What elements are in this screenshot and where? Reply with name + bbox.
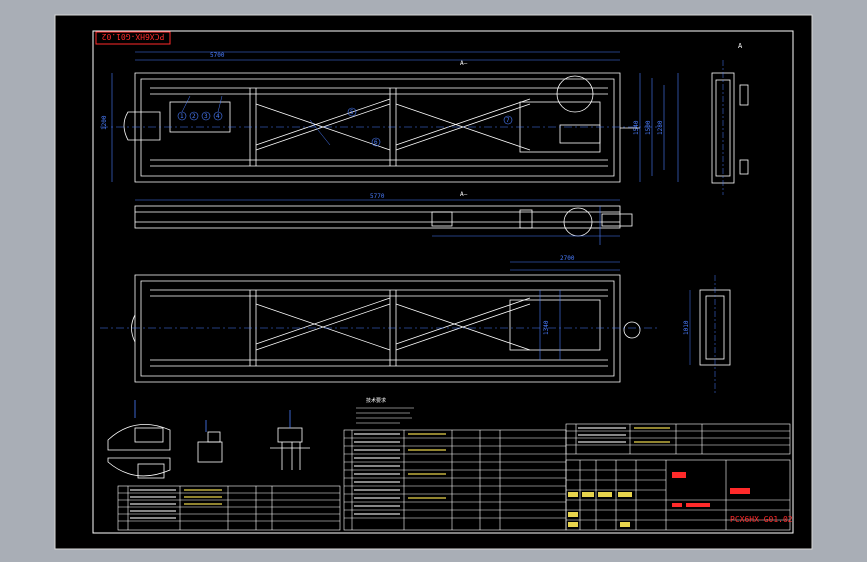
bottom-view-dimensions xyxy=(100,261,660,360)
end-view-dim: 1010 xyxy=(683,320,690,335)
bottom-part-dim-2700: 2700 xyxy=(560,255,575,262)
title-block-fills xyxy=(672,472,750,507)
balloon-7: 7 xyxy=(506,117,510,124)
parts-list-left xyxy=(117,485,341,531)
balloon-5: 5 xyxy=(350,109,354,116)
drawing-number-stamp: PCX6HX-G01.02 xyxy=(95,31,171,45)
top-view-dimensions xyxy=(100,51,679,182)
detail-section-iii xyxy=(270,410,310,470)
detail-section-i xyxy=(107,400,171,479)
top-right-dim-2: 1500 xyxy=(645,120,652,135)
balloon-3: 3 xyxy=(204,113,208,120)
tech-req-title: 技术要求 xyxy=(366,397,386,404)
balloon-1: 1 xyxy=(180,113,184,120)
top-right-dim-3: 1280 xyxy=(657,120,664,135)
bottom-plan-view xyxy=(131,274,641,383)
title-block xyxy=(565,459,791,531)
bom-text-strokes xyxy=(130,427,626,519)
top-view-callouts: 1 2 3 4 5 6 7 xyxy=(177,95,513,147)
bom-material-strokes xyxy=(184,427,670,505)
drawing-number-title: PCX6HX-G01.02 xyxy=(730,515,793,524)
view-label-a: A xyxy=(738,42,743,50)
sheet-inner-frame xyxy=(92,30,794,534)
tech-req-lines xyxy=(356,407,414,424)
top-height-dim: 1200 xyxy=(101,115,108,130)
drawing-number-stamp-text: PCX6HX-G01.02 xyxy=(102,32,165,41)
parts-list-right xyxy=(565,423,791,455)
side-view-top-right xyxy=(711,60,749,195)
balloon-2: 2 xyxy=(192,113,196,120)
end-view-bottom-right xyxy=(689,275,731,395)
balloon-4: 4 xyxy=(216,113,220,120)
front-elevation-view xyxy=(134,205,633,237)
title-block-labels xyxy=(568,492,632,527)
top-right-dim-1: 1540 xyxy=(633,120,640,135)
front-overall-length-dim: 5770 xyxy=(370,193,385,200)
detail-section-ii xyxy=(197,420,223,463)
front-view-dimensions xyxy=(135,199,620,245)
top-overall-length-dim: 5700 xyxy=(210,52,225,59)
parts-list-middle xyxy=(343,429,567,531)
section-mark-top: A— xyxy=(460,60,468,67)
bottom-part-dim-1340: 1340 xyxy=(543,320,550,335)
balloon-6: 6 xyxy=(374,139,378,146)
section-mark-bottom: A— xyxy=(460,191,468,198)
sheet-outer-frame xyxy=(54,14,813,550)
